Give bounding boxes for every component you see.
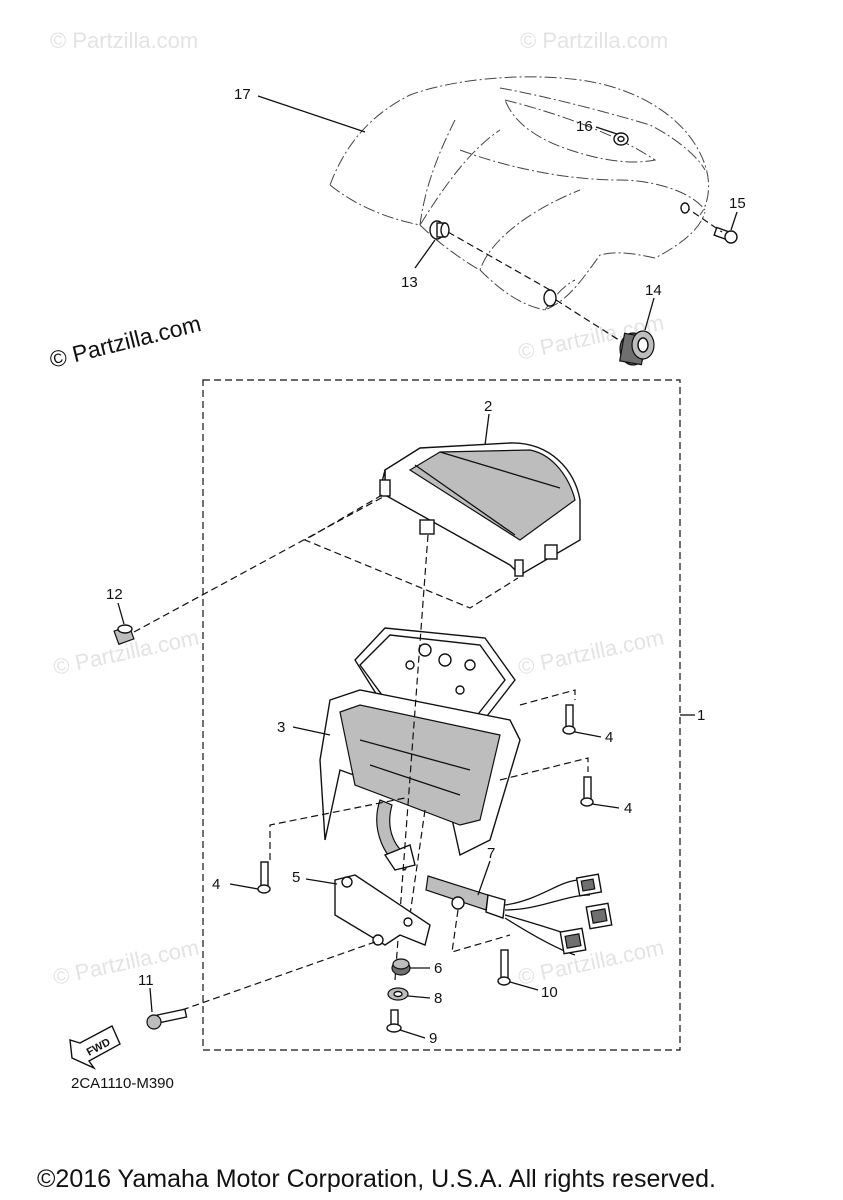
watermark: © Partzilla.com [50,28,198,53]
clip-16 [613,132,629,146]
callout-9: 9 [429,1030,437,1047]
callout-2: 2 [484,398,492,415]
fwd-arrow-icon: FWD [69,1025,121,1070]
screw-4-left [257,861,271,894]
cover-boss [543,289,557,307]
cover-hole [680,202,690,214]
collar-13 [429,220,450,240]
spacer-12 [113,624,135,646]
watermark: © Partzilla.com [516,625,666,680]
screw-10 [497,949,511,986]
screw-15 [713,226,738,244]
callout-10: 10 [541,984,558,1001]
damper-6 [391,958,411,976]
callout-6: 6 [434,960,442,977]
callout-4-left: 4 [212,876,220,893]
callout-7: 7 [487,845,495,862]
callout-5: 5 [292,869,300,886]
main-watermark: © Partzilla.com [47,310,204,373]
callout-4-upper: 4 [605,729,613,746]
callout-1: 1 [697,707,705,724]
meter-case-2 [379,442,581,577]
copyright: ©2016 Yamaha Motor Corporation, U.S.A. A… [37,1165,716,1193]
wire-harness [376,799,416,871]
callout-4-lower: 4 [624,800,632,817]
callout-11: 11 [138,972,154,989]
leader-lines [117,95,738,1039]
watermark: © Partzilla.com [516,935,666,990]
assembly-box [202,379,681,1051]
washer-8 [387,987,409,1001]
callout-8: 8 [434,990,442,1007]
screw-4-right-lower [580,776,594,807]
watermark: © Partzilla.com [520,28,668,53]
callout-15: 15 [729,195,746,212]
meter-housing-3 [319,689,521,857]
callout-3: 3 [277,719,285,736]
diagram-code: 2CA1110-M390 [71,1075,174,1092]
watermark: © Partzilla.com [51,935,201,990]
screw-9 [386,1009,402,1033]
meter-cover [329,76,710,311]
callout-labels: 17 16 15 13 14 2 12 1 3 4 4 4 5 7 6 8 9 … [106,86,746,1047]
callout-16: 16 [576,118,593,135]
sub-harness-7 [425,873,613,956]
callout-12: 12 [106,586,123,603]
callout-17: 17 [234,86,251,103]
bolt-11 [146,1008,188,1030]
callout-14: 14 [645,282,662,299]
bracket-5 [334,874,431,946]
callout-13: 13 [401,274,418,291]
grommet-14 [619,330,655,366]
screw-4-right-upper [562,704,576,735]
